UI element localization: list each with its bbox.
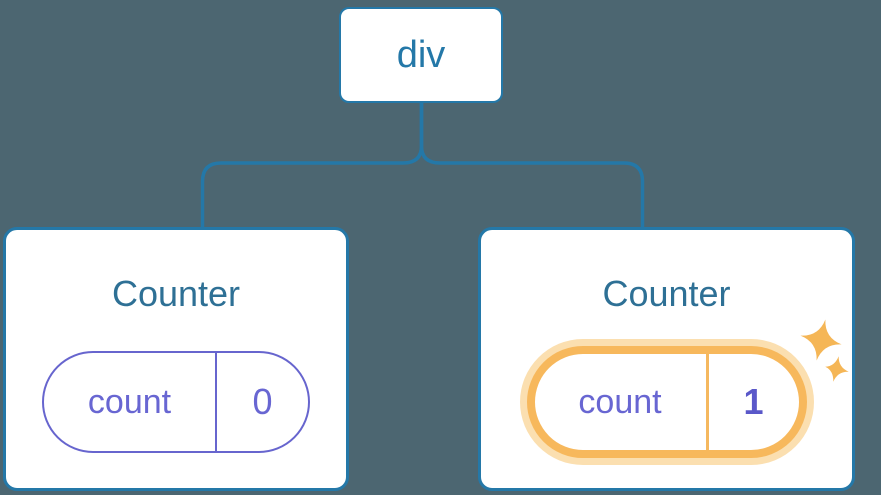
state-value-label: 0 <box>215 353 308 451</box>
state-pill-count-0: count 0 <box>42 351 310 453</box>
counter-card-left: Counter count 0 <box>3 227 349 491</box>
counter-card-right: Counter count 1 <box>478 227 855 491</box>
root-node-div: div <box>339 7 503 103</box>
connector-root-to-left-counter <box>200 103 424 227</box>
counter-title: Counter <box>111 273 241 314</box>
state-pill-row: count 0 <box>6 351 346 453</box>
counter-title: Counter <box>602 273 731 314</box>
state-pill-count-1-highlighted: count 1 <box>526 346 807 458</box>
connector-root-to-right-counter <box>419 103 645 227</box>
state-key-label: count <box>87 382 172 421</box>
root-node-label: div <box>396 33 446 76</box>
state-key-label: count <box>578 382 662 421</box>
state-pill-row: count 1 <box>481 346 852 458</box>
state-value-label: 1 <box>705 354 799 450</box>
